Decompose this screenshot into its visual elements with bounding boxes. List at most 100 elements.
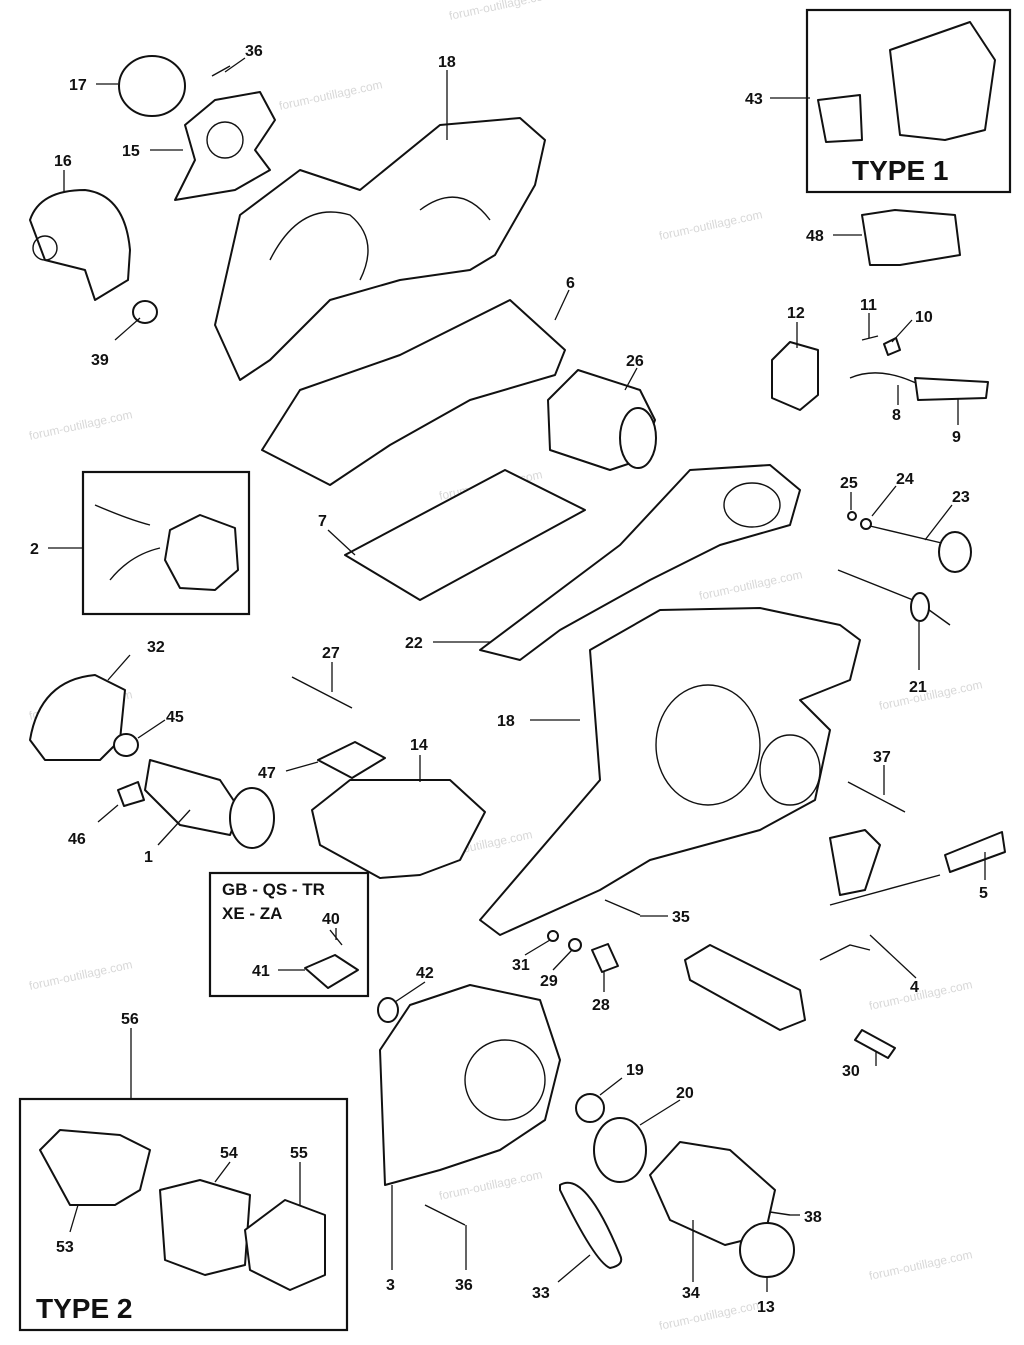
watermark: forum-outillage.com — [28, 407, 134, 443]
callout-14: 14 — [410, 737, 428, 754]
callout-42: 42 — [416, 965, 434, 982]
callout-38: 38 — [804, 1209, 822, 1226]
cap-shape — [118, 55, 186, 117]
leader-20 — [639, 1099, 681, 1126]
bracket-hole — [206, 121, 244, 159]
part-shapes — [29, 21, 1006, 1291]
watermark: forum-outillage.com — [448, 0, 554, 23]
callout-8: 8 — [892, 407, 901, 424]
gear-shape — [938, 531, 972, 573]
watermark: forum-outillage.com — [278, 77, 384, 113]
clip-31-shape — [547, 930, 559, 942]
callout-39: 39 — [91, 352, 109, 369]
callout-46: 46 — [68, 831, 86, 848]
clip-shape — [883, 337, 901, 356]
callout-19: 19 — [626, 1062, 644, 1079]
part-46-shape — [117, 781, 145, 807]
disc-13-shape — [739, 1222, 795, 1278]
leader-26 — [624, 367, 638, 391]
spring-30-shape — [854, 1029, 896, 1059]
lever-knob-shape — [829, 829, 881, 896]
bolt-36-shape — [424, 1204, 466, 1226]
part-2-box — [81, 470, 251, 616]
callout-47: 47 — [258, 765, 276, 782]
leader-36-top — [224, 57, 246, 73]
screw-shape — [211, 65, 231, 77]
callout-37: 37 — [873, 749, 891, 766]
region-box — [208, 871, 370, 998]
filter-54-shape — [159, 1179, 251, 1276]
callout-4: 4 — [910, 979, 919, 996]
callout-7: 7 — [318, 513, 327, 530]
leader-19 — [599, 1077, 623, 1096]
leader-1 — [157, 809, 191, 846]
cord-shape — [849, 372, 921, 386]
leader-7 — [327, 529, 356, 556]
clamp-shape — [29, 189, 131, 301]
callout-33: 33 — [532, 1285, 550, 1302]
shaft-21-collar — [910, 592, 930, 622]
callout-3: 3 — [386, 1277, 395, 1294]
callout-11: 11 — [860, 297, 877, 314]
callout-13: 13 — [757, 1299, 775, 1316]
leader-42 — [394, 981, 426, 1003]
motor-housing-shape — [311, 779, 486, 879]
armature-shape — [144, 759, 241, 836]
callout-25: 25 — [840, 475, 858, 492]
callout-10: 10 — [915, 309, 933, 326]
type2-box — [18, 1097, 349, 1332]
leader-54 — [214, 1161, 231, 1183]
gear-cover-bore — [464, 1039, 546, 1121]
leader-10 — [891, 319, 913, 343]
leader-45 — [137, 719, 166, 739]
callout-12: 12 — [787, 305, 805, 322]
bracket-shape — [174, 91, 276, 201]
lever-shape — [819, 874, 941, 961]
switch-shape — [771, 341, 819, 411]
housing-bore-small — [759, 734, 821, 806]
shaft-shape — [869, 525, 951, 546]
frame-shape — [479, 464, 801, 661]
callout-5: 5 — [979, 885, 988, 902]
callout-2: 2 — [30, 541, 39, 558]
callout-41: 41 — [252, 963, 270, 980]
roller-shape — [684, 944, 806, 1031]
washer-shape — [132, 300, 158, 324]
callout-34: 34 — [682, 1285, 700, 1302]
callout-35: 35 — [672, 909, 690, 926]
leader-6 — [554, 289, 570, 321]
callout-17: 17 — [69, 77, 87, 94]
callout-18-top: 18 — [438, 54, 456, 71]
nut-28-shape — [591, 943, 619, 973]
bearing-42-shape — [377, 997, 399, 1023]
gear-20-shape — [593, 1117, 647, 1183]
leader-4 — [869, 934, 917, 979]
spring-5-shape — [944, 831, 1006, 873]
callout-26: 26 — [626, 353, 644, 370]
type1-title: TYPE 1 — [852, 155, 948, 186]
watermark: forum-outillage.com — [658, 207, 764, 243]
type1-box — [805, 8, 1012, 194]
callout-43: 43 — [745, 91, 763, 108]
housing-bore — [655, 684, 761, 806]
leader-47 — [285, 761, 319, 772]
callout-24: 24 — [896, 471, 914, 488]
screw-shape — [861, 335, 879, 341]
callout-53: 53 — [56, 1239, 74, 1256]
callout-16: 16 — [54, 153, 72, 170]
clamp-hole — [32, 235, 58, 261]
adapter-shape — [817, 94, 863, 143]
belt-shape — [559, 1181, 623, 1269]
canister-55-shape — [244, 1199, 326, 1291]
housing-lower-shape — [479, 607, 861, 936]
gasket-41-shape — [304, 954, 359, 989]
callout-36-top: 36 — [245, 43, 263, 60]
callout-22: 22 — [405, 635, 423, 652]
callout-32: 32 — [147, 639, 165, 656]
callout-15: 15 — [122, 143, 140, 160]
leader-39 — [114, 317, 141, 341]
adapter-48-shape — [861, 209, 961, 266]
stator-wires — [94, 504, 161, 581]
watermark: forum-outillage.com — [28, 957, 134, 993]
leader-33 — [557, 1254, 591, 1283]
